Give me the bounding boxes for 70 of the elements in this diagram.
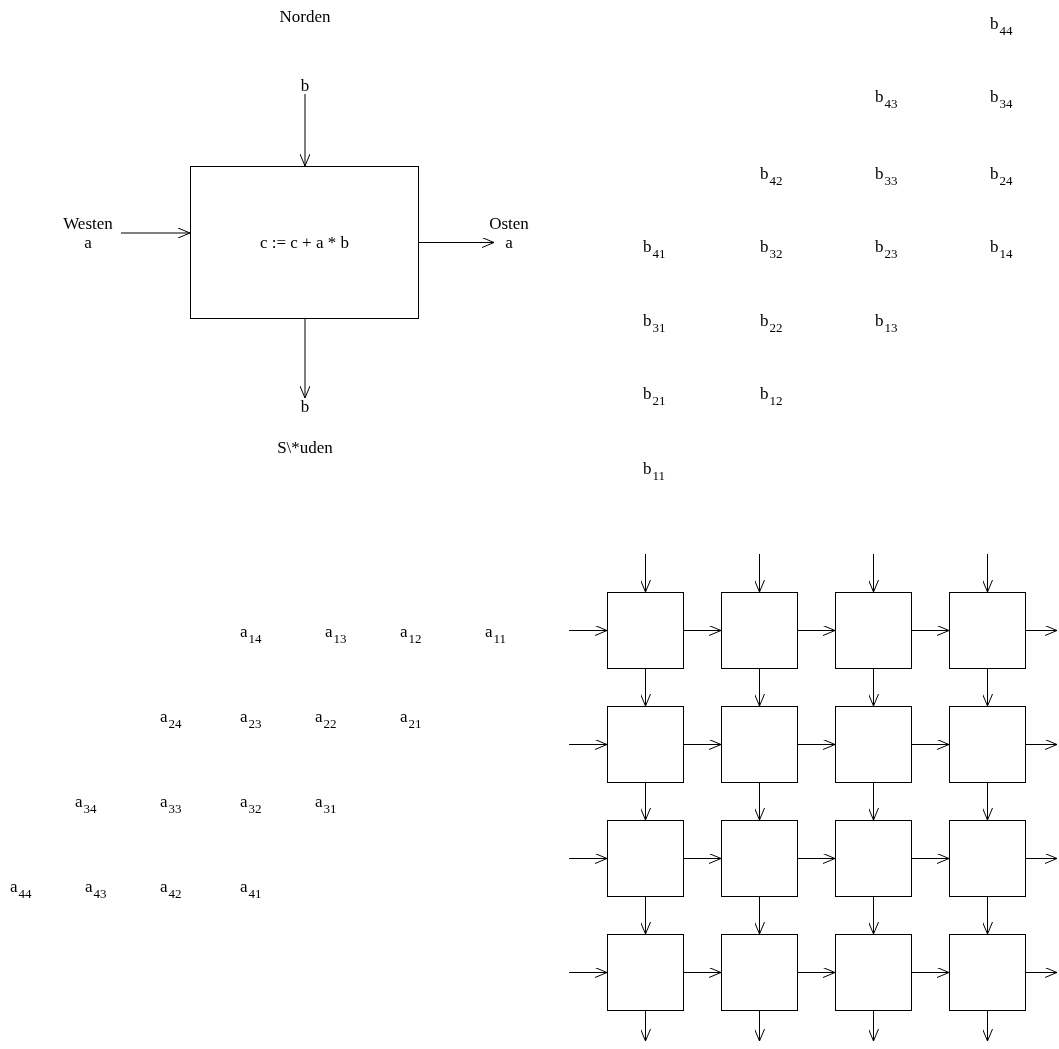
direction-label: Westen <box>63 215 113 232</box>
arrow <box>982 553 993 593</box>
arrow <box>568 967 608 978</box>
processor-cell <box>721 820 798 897</box>
arrow <box>299 93 311 167</box>
arrow <box>568 739 608 750</box>
arrow <box>911 853 950 864</box>
processor-cell <box>607 706 684 783</box>
processor-cell <box>835 592 912 669</box>
arrow <box>868 896 879 935</box>
arrow <box>797 625 836 636</box>
arrow <box>1025 625 1058 636</box>
arrow <box>1025 739 1058 750</box>
arrow <box>1025 967 1058 978</box>
arrow <box>797 739 836 750</box>
arrow <box>754 553 765 593</box>
arrow <box>568 853 608 864</box>
arrow <box>982 1010 993 1042</box>
variable-label: b <box>300 77 310 94</box>
process-box <box>190 166 419 319</box>
arrow <box>568 625 608 636</box>
direction-label: Osten <box>489 215 529 232</box>
processor-cell <box>835 820 912 897</box>
arrow <box>868 668 879 707</box>
processor-cell <box>721 592 798 669</box>
direction-label: Norden <box>279 8 331 25</box>
arrow <box>982 668 993 707</box>
formula-text: c := c + a * b <box>259 232 349 253</box>
variable-label: a <box>84 234 92 251</box>
variable-label: b <box>300 398 310 415</box>
processor-cell <box>949 706 1026 783</box>
arrow <box>299 318 311 399</box>
arrow <box>640 896 651 935</box>
arrow <box>797 967 836 978</box>
arrow <box>868 782 879 821</box>
arrow <box>640 668 651 707</box>
arrow <box>1025 853 1058 864</box>
arrow <box>911 967 950 978</box>
processor-cell <box>949 592 1026 669</box>
processor-cell <box>949 934 1026 1011</box>
direction-label: S\*uden <box>277 439 333 456</box>
arrow <box>418 237 495 248</box>
arrow <box>754 896 765 935</box>
arrow <box>683 967 722 978</box>
arrow <box>868 1010 879 1042</box>
arrow <box>120 227 191 239</box>
processor-cell <box>949 820 1026 897</box>
arrow <box>640 553 651 593</box>
arrow <box>754 668 765 707</box>
arrow <box>797 853 836 864</box>
processor-cell <box>835 934 912 1011</box>
processor-cell <box>721 706 798 783</box>
arrow <box>640 782 651 821</box>
arrow <box>754 782 765 821</box>
arrow <box>754 1010 765 1042</box>
arrow <box>683 625 722 636</box>
arrow <box>683 739 722 750</box>
arrow <box>982 782 993 821</box>
processor-cell <box>721 934 798 1011</box>
arrow <box>683 853 722 864</box>
arrow <box>911 625 950 636</box>
processor-cell <box>607 934 684 1011</box>
processor-cell <box>607 820 684 897</box>
arrow <box>868 553 879 593</box>
processor-cell <box>835 706 912 783</box>
arrow <box>640 1010 651 1042</box>
variable-label: a <box>505 234 513 251</box>
arrow <box>982 896 993 935</box>
arrow <box>911 739 950 750</box>
processor-cell <box>607 592 684 669</box>
